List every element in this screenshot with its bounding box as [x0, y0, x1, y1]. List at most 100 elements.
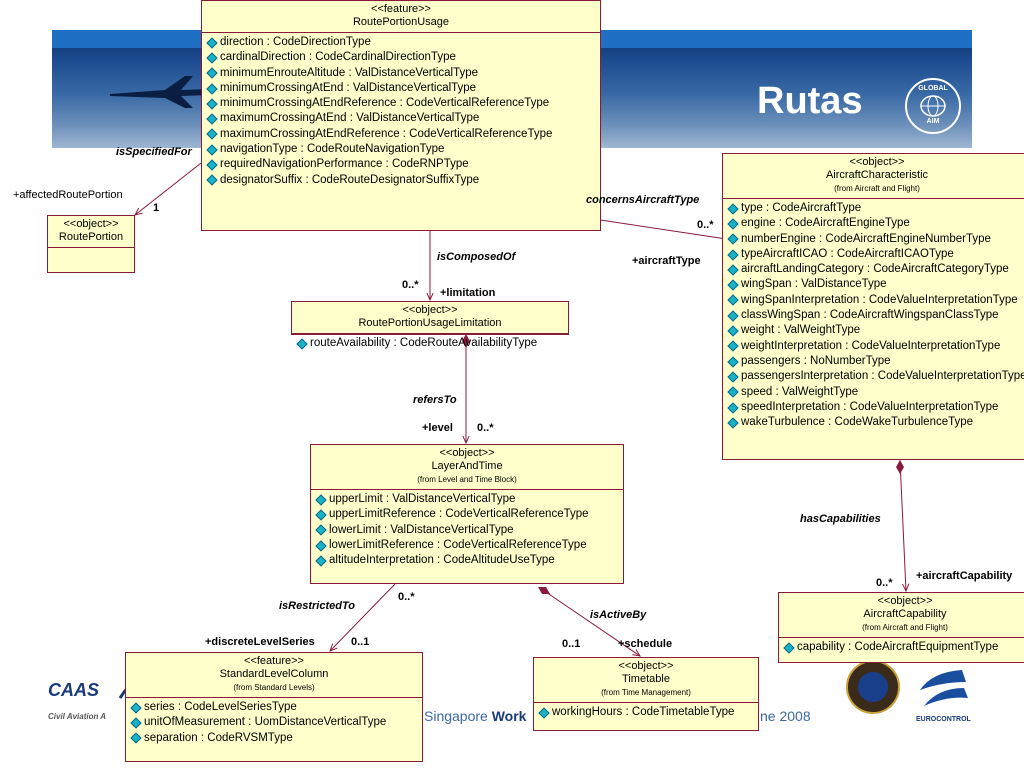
- attribute-text: upperLimit : ValDistanceVerticalType: [329, 493, 516, 505]
- public-attribute-icon: [727, 264, 739, 276]
- role-limitation: +limitation: [440, 287, 496, 299]
- class-header: <<object>> Timetable (from Time Manageme…: [534, 658, 758, 703]
- class-header: <<object>> AircraftCapability (from Airc…: [779, 593, 1024, 638]
- attribute-list: capability : CodeAircraftEquipmentType: [779, 638, 1024, 655]
- class-name: LayerAndTime: [431, 460, 503, 472]
- public-attribute-icon: [727, 340, 739, 352]
- attribute-text: upperLimitReference : CodeVerticalRefere…: [329, 508, 589, 521]
- class-standard-level-column[interactable]: <<feature>> StandardLevelColumn (from St…: [125, 652, 423, 762]
- attribute-text: routeAvailability : CodeRouteAvailabilit…: [310, 337, 538, 349]
- public-attribute-icon: [727, 401, 739, 414]
- attribute-list: upperLimit : ValDistanceVerticalType uppe…: [311, 490, 623, 568]
- public-attribute-icon: [315, 493, 327, 506]
- attribute-row: cardinalDirection : CodeCardinalDirectio…: [206, 50, 597, 65]
- public-attribute-icon: [727, 202, 739, 215]
- public-attribute-icon: [206, 36, 218, 49]
- attribute-text: navigationType : CodeRouteNavigationType: [220, 143, 445, 156]
- class-header: <<object>> RoutePortion: [48, 216, 134, 248]
- public-attribute-icon: [206, 52, 218, 64]
- attribute-text: series : CodeLevelSeriesType: [144, 701, 297, 713]
- mult-restricted-source: 0..*: [398, 591, 415, 603]
- stereotype: <<object>>: [439, 447, 495, 459]
- assoc-is-composed-of: isComposedOf: [437, 251, 516, 263]
- public-attribute-icon: [206, 159, 218, 171]
- public-attribute-icon: [130, 701, 142, 714]
- attribute-text: typeAircraftICAO : CodeAircraftICAOType: [741, 247, 954, 260]
- public-attribute-icon: [727, 294, 739, 307]
- attribute-row: minimumCrossingAtEnd : ValDistanceVertic…: [206, 81, 597, 96]
- class-package: (from Level and Time Block): [417, 475, 517, 484]
- public-attribute-icon: [727, 355, 739, 368]
- class-timetable[interactable]: <<object>> Timetable (from Time Manageme…: [533, 657, 759, 731]
- public-attribute-icon: [727, 417, 739, 429]
- class-package: (from Aircraft and Flight): [834, 184, 920, 193]
- attribute-row: speed : ValWeightType: [727, 385, 1024, 400]
- attribute-text: requiredNavigationPerformance : CodeRNPT…: [220, 158, 469, 171]
- attribute-row: minimumEnrouteAltitude : ValDistanceVert…: [206, 66, 597, 81]
- eurocontrol-logo: [920, 670, 968, 706]
- role-aircraft-type: +aircraftType: [632, 255, 701, 267]
- line-has-capabilities: [899, 459, 906, 591]
- footer-event-bold: Work: [491, 708, 527, 724]
- attribute-text: engine : CodeAircraftEngineType: [741, 217, 910, 230]
- attribute-row: type : CodeAircraftType: [727, 201, 1024, 216]
- aggregation-diamond: [896, 460, 904, 474]
- class-name: AircraftCapability: [863, 608, 947, 620]
- stereotype: <<object>>: [877, 595, 933, 607]
- role-level: +level: [422, 422, 453, 434]
- footer-event-prefix: Singapore: [424, 708, 492, 724]
- mult-affected: 1: [153, 202, 160, 214]
- public-attribute-icon: [206, 113, 218, 125]
- public-attribute-icon: [727, 386, 739, 398]
- attribute-row: lowerLimit : ValDistanceVerticalType: [315, 523, 620, 538]
- class-aircraft-characteristic[interactable]: <<object>> AircraftCharacteristic (from …: [722, 153, 1024, 460]
- attribute-text: minimumCrossingAtEnd : ValDistanceVertic…: [220, 81, 477, 94]
- public-attribute-icon: [130, 732, 142, 744]
- class-route-portion-usage-limitation[interactable]: <<object>> RoutePortionUsageLimitation r…: [291, 301, 569, 350]
- mult-aircraft-type: 0..*: [697, 219, 714, 231]
- public-attribute-icon: [206, 144, 218, 156]
- faa-seal: [846, 660, 900, 714]
- public-attribute-icon: [296, 337, 308, 350]
- class-name: Timetable: [622, 673, 670, 685]
- public-attribute-icon: [206, 67, 218, 79]
- class-route-portion-usage[interactable]: <<feature>> RoutePortionUsage direction …: [201, 0, 601, 231]
- attribute-row: weight : ValWeightType: [727, 323, 1024, 338]
- attribute-row: workingHours : CodeTimetableType: [538, 705, 755, 720]
- class-name: RoutePortionUsage: [352, 16, 449, 28]
- role-aircraft-capability: +aircraftCapability: [916, 570, 1013, 582]
- public-attribute-icon: [130, 717, 142, 729]
- footer-event: Singapore Work: [424, 708, 526, 724]
- mult-discrete: 0..1: [351, 636, 370, 648]
- attribute-text: speedInterpretation : CodeValueInterpret…: [741, 400, 999, 413]
- airplane-icon: [110, 76, 211, 108]
- attribute-text: unitOfMeasurement : UomDistanceVerticalT…: [144, 716, 387, 729]
- stereotype: <<object>>: [849, 156, 905, 168]
- stereotype: <<object>>: [618, 660, 674, 672]
- attribute-row: navigationType : CodeRouteNavigationType: [206, 142, 597, 157]
- attribute-text: wingSpan : ValDistanceType: [741, 278, 887, 291]
- public-attribute-icon: [206, 128, 218, 141]
- attribute-text: separation : CodeRVSMType: [144, 731, 293, 744]
- attribute-row: designatorSuffix : CodeRouteDesignatorSu…: [206, 173, 597, 188]
- public-attribute-icon: [206, 82, 218, 95]
- attribute-text: passengersInterpretation : CodeValueInte…: [741, 370, 1024, 383]
- class-layer-and-time[interactable]: <<object>> LayerAndTime (from Level and …: [310, 444, 624, 584]
- attribute-row: wingSpanInterpretation : CodeValueInterp…: [727, 293, 1024, 308]
- assoc-is-specified-for: isSpecifiedFor: [116, 146, 192, 158]
- class-header: <<feature>> RoutePortionUsage: [202, 1, 600, 33]
- class-route-portion[interactable]: <<object>> RoutePortion: [47, 215, 135, 273]
- attribute-row: wakeTurbulence : CodeWakeTurbulenceType: [727, 415, 1024, 430]
- attribute-text: workingHours : CodeTimetableType: [552, 706, 735, 718]
- attribute-text: weight : ValWeightType: [741, 324, 861, 337]
- class-package: (from Aircraft and Flight): [862, 623, 948, 632]
- eurocontrol-text: EUROCONTROL: [916, 716, 971, 723]
- mult-schedule: 0..1: [562, 638, 581, 650]
- attribute-text: lowerLimitReference : CodeVerticalRefere…: [329, 538, 587, 551]
- class-name: RoutePortionUsageLimitation: [358, 317, 502, 329]
- public-attribute-icon: [727, 233, 739, 245]
- class-aircraft-capability[interactable]: <<object>> AircraftCapability (from Airc…: [778, 592, 1024, 663]
- attribute-row: passengersInterpretation : CodeValueInte…: [727, 369, 1024, 384]
- public-attribute-icon: [727, 325, 739, 337]
- attribute-text: speed : ValWeightType: [741, 385, 859, 398]
